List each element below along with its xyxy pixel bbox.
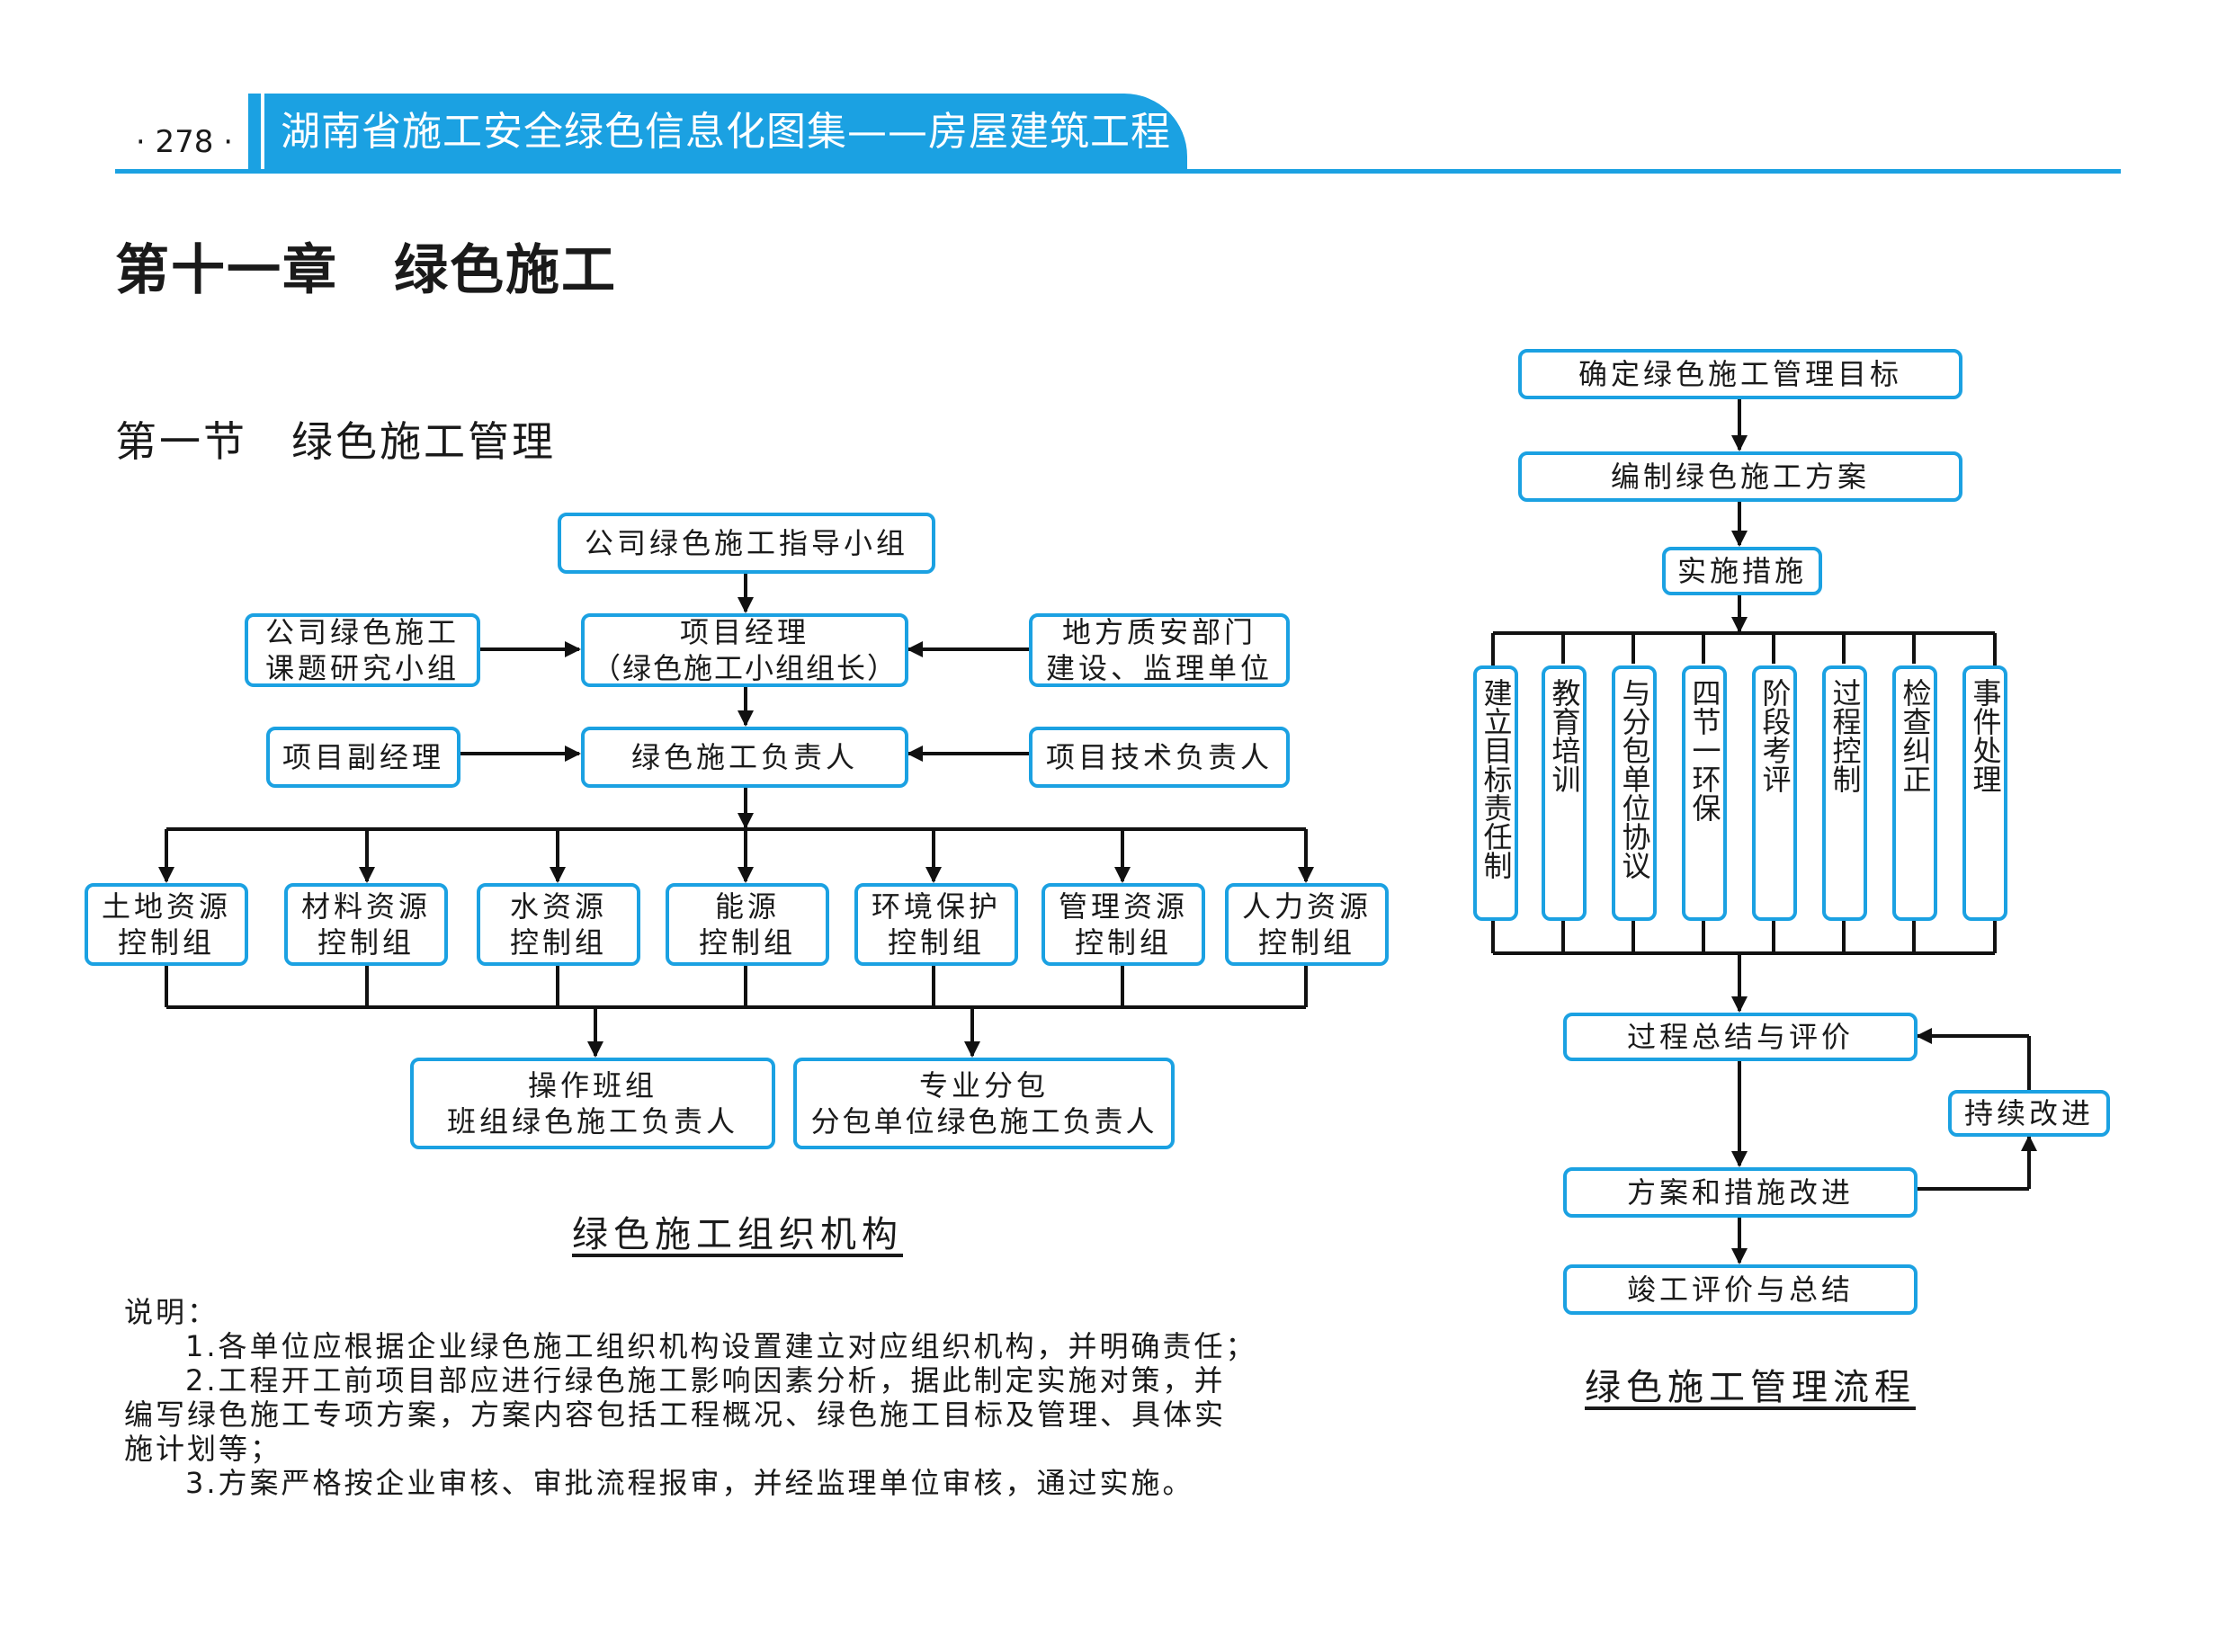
human-resource-group-box: 人力资源 控制组 — [1225, 883, 1389, 966]
flow-step-plan-box: 编制绿色施工方案 — [1518, 451, 1962, 502]
measure-responsibility-box: 建立目标责任制 — [1473, 665, 1518, 921]
measure-stage-evaluation-box: 阶段考评 — [1752, 665, 1797, 921]
notes-title: 说明： — [124, 1295, 219, 1329]
continuous-improvement-box: 持续改进 — [1948, 1090, 2110, 1137]
flow-step-measures-box: 实施措施 — [1662, 547, 1822, 595]
note-2c: 施计划等； — [124, 1432, 282, 1466]
header-accent-bar — [248, 94, 261, 171]
tech-lead-box: 项目技术负责人 — [1029, 727, 1290, 788]
deputy-manager-box: 项目副经理 — [266, 727, 460, 788]
org-chart-caption: 绿色施工组织机构 — [572, 1214, 903, 1255]
research-group-box: 公司绿色施工 课题研究小组 — [245, 613, 480, 687]
project-manager-box: 项目经理 （绿色施工小组组长） — [581, 613, 908, 687]
water-resource-group-box: 水资源 控制组 — [477, 883, 640, 966]
measure-inspection-box: 检查纠正 — [1892, 665, 1937, 921]
header-rule — [115, 169, 2121, 174]
measure-process-control-box: 过程控制 — [1822, 665, 1867, 921]
book-title: 湖南省施工安全绿色信息化图集——房屋建筑工程 — [281, 109, 1171, 155]
flow-improve-box: 方案和措施改进 — [1563, 1167, 1918, 1218]
measure-subcontract-agreement-box: 与分包单位协议 — [1612, 665, 1657, 921]
measure-four-savings-box: 四节一环保 — [1682, 665, 1727, 921]
company-guide-group-box: 公司绿色施工指导小组 — [558, 513, 935, 574]
measure-incident-box: 事件处理 — [1962, 665, 2007, 921]
note-2a: 2.工程开工前项目部应进行绿色施工影响因素分析，据此制定实施对策，并 — [185, 1363, 1226, 1398]
note-3: 3.方案严格按企业审核、审批流程报审，并经监理单位审核，通过实施。 — [185, 1466, 1194, 1500]
flow-chart-caption: 绿色施工管理流程 — [1585, 1367, 1916, 1408]
notes: 说明： 1.各单位应根据企业绿色施工组织机构设置建立对应组织机构，并明确责任； … — [124, 1295, 1365, 1500]
note-1: 1.各单位应根据企业绿色施工组织机构设置建立对应组织机构，并明确责任； — [185, 1329, 1257, 1363]
management-resource-group-box: 管理资源 控制组 — [1041, 883, 1205, 966]
environment-group-box: 环境保护 控制组 — [854, 883, 1018, 966]
land-resource-group-box: 土地资源 控制组 — [85, 883, 248, 966]
subcontract-box: 专业分包 分包单位绿色施工负责人 — [793, 1058, 1175, 1149]
green-responsible-box: 绿色施工负责人 — [581, 727, 908, 788]
measure-training-box: 教育培训 — [1542, 665, 1587, 921]
energy-group-box: 能源 控制组 — [666, 883, 829, 966]
flow-review-box: 过程总结与评价 — [1563, 1013, 1918, 1061]
material-resource-group-box: 材料资源 控制组 — [284, 883, 448, 966]
header-tab — [264, 94, 1187, 171]
page-number: · 278 · — [135, 124, 234, 160]
flow-step-goal-box: 确定绿色施工管理目标 — [1518, 349, 1962, 399]
chapter-title: 第十一章 绿色施工 — [115, 239, 617, 302]
operation-team-box: 操作班组 班组绿色施工负责人 — [410, 1058, 775, 1149]
note-2b: 编写绿色施工专项方案，方案内容包括工程概况、绿色施工目标及管理、具体实 — [124, 1398, 1227, 1432]
section-title: 第一节 绿色施工管理 — [115, 417, 556, 466]
flow-final-box: 竣工评价与总结 — [1563, 1264, 1918, 1315]
local-units-box: 地方质安部门 建设、监理单位 — [1029, 613, 1290, 687]
